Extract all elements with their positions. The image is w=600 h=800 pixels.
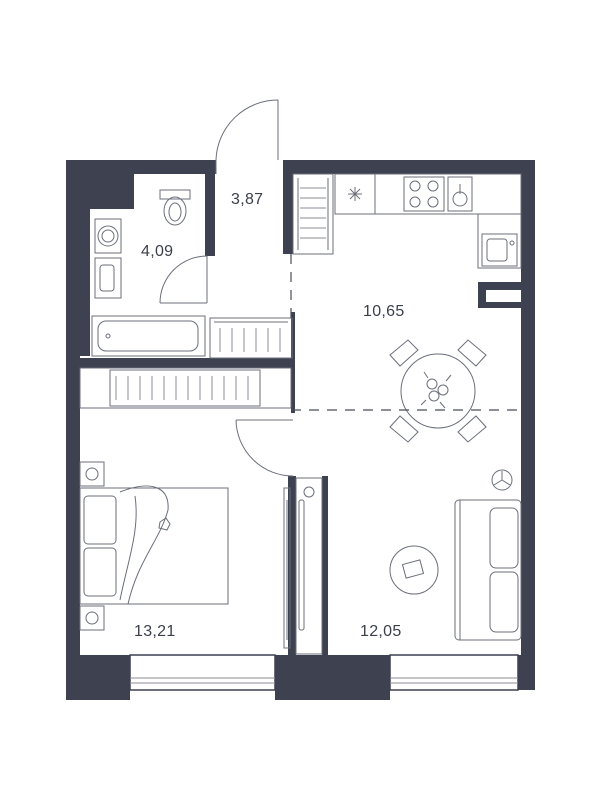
sofa bbox=[454, 499, 522, 641]
toilet bbox=[159, 189, 191, 226]
smoke-detector-icon bbox=[348, 187, 362, 201]
bedroom-door bbox=[235, 419, 294, 477]
bed bbox=[79, 485, 229, 605]
hall-shoe-cabinet bbox=[209, 317, 293, 359]
fan-icon bbox=[491, 469, 513, 491]
hall-wardrobe bbox=[292, 173, 334, 255]
cooktop bbox=[403, 176, 445, 212]
room-area-bathroom: 4,09 bbox=[141, 243, 173, 260]
interior-walls bbox=[80, 174, 521, 656]
nightstand-lamp-top bbox=[79, 461, 105, 487]
kitchen-counter bbox=[334, 173, 522, 269]
bathroom-door bbox=[159, 255, 208, 304]
tv-stand bbox=[295, 477, 323, 655]
sink bbox=[94, 257, 122, 299]
exterior-walls bbox=[66, 160, 535, 700]
dining-table bbox=[389, 339, 487, 443]
kitchen-sink bbox=[481, 233, 518, 267]
kitchen-faucet bbox=[447, 176, 473, 212]
corridor-wardrobe bbox=[79, 367, 292, 409]
room-area-kitchen: 10,65 bbox=[363, 303, 405, 320]
coffee-table bbox=[389, 545, 439, 595]
room-area-living: 12,05 bbox=[360, 623, 402, 640]
washing-machine bbox=[94, 218, 122, 254]
room-area-hall: 3,87 bbox=[231, 191, 263, 208]
nightstand-lamp-bottom bbox=[79, 605, 105, 631]
bedroom-wardrobe-mirror bbox=[283, 487, 291, 649]
flower-icon bbox=[420, 371, 452, 409]
window-bedroom bbox=[129, 654, 276, 691]
window-living bbox=[389, 654, 519, 691]
bathtub bbox=[91, 315, 206, 357]
room-area-bedroom: 13,21 bbox=[134, 623, 176, 640]
entrance-door bbox=[215, 99, 279, 174]
